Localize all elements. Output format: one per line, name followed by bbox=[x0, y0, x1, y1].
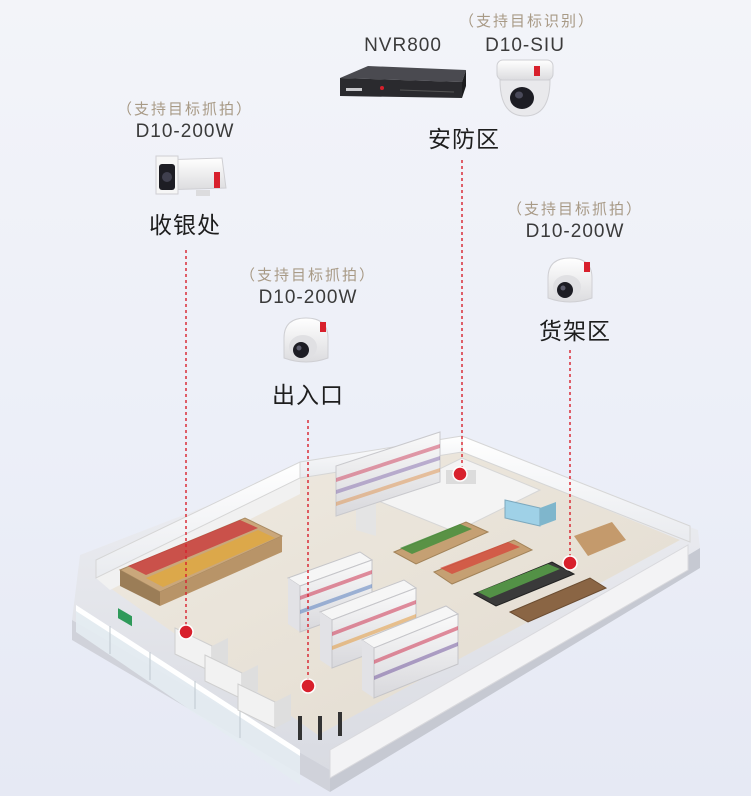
marker-cashier bbox=[178, 624, 194, 640]
nvr-model: NVR800 bbox=[364, 35, 442, 56]
dome-camera-icon bbox=[496, 59, 554, 117]
marker-security bbox=[452, 466, 468, 482]
location-markers bbox=[178, 466, 578, 694]
bullet-camera-icon bbox=[155, 155, 227, 196]
nvr-recorder-icon bbox=[340, 66, 466, 98]
entrance-note: （支持目标抓拍） bbox=[239, 267, 376, 284]
security-model: D10-SIU bbox=[485, 35, 565, 56]
leader-lines bbox=[185, 160, 571, 682]
cashier-counters bbox=[174, 627, 342, 740]
marker-entrance bbox=[300, 678, 316, 694]
turret-camera-icon bbox=[547, 257, 593, 303]
shelf-note: （支持目标抓拍） bbox=[506, 201, 643, 218]
cashier-note: （支持目标抓拍） bbox=[116, 101, 253, 118]
back-wall-shelf bbox=[335, 431, 441, 517]
fruit-stands-left bbox=[118, 517, 284, 606]
marker-shelf bbox=[562, 555, 578, 571]
security-zone-title: 安防区 bbox=[428, 126, 500, 152]
entrance-zone-title: 出入口 bbox=[272, 382, 344, 408]
shelf-model: D10-200W bbox=[525, 221, 625, 242]
turret-camera-icon bbox=[283, 317, 329, 363]
shelf-zone-title: 货架区 bbox=[539, 318, 611, 344]
security-note: （支持目标识别） bbox=[458, 13, 595, 30]
center-shelves bbox=[286, 551, 460, 699]
cashier-zone-title: 收银处 bbox=[149, 212, 221, 238]
cashier-model: D10-200W bbox=[135, 121, 235, 142]
entrance-model: D10-200W bbox=[258, 287, 358, 308]
produce-stands-right bbox=[392, 521, 626, 623]
